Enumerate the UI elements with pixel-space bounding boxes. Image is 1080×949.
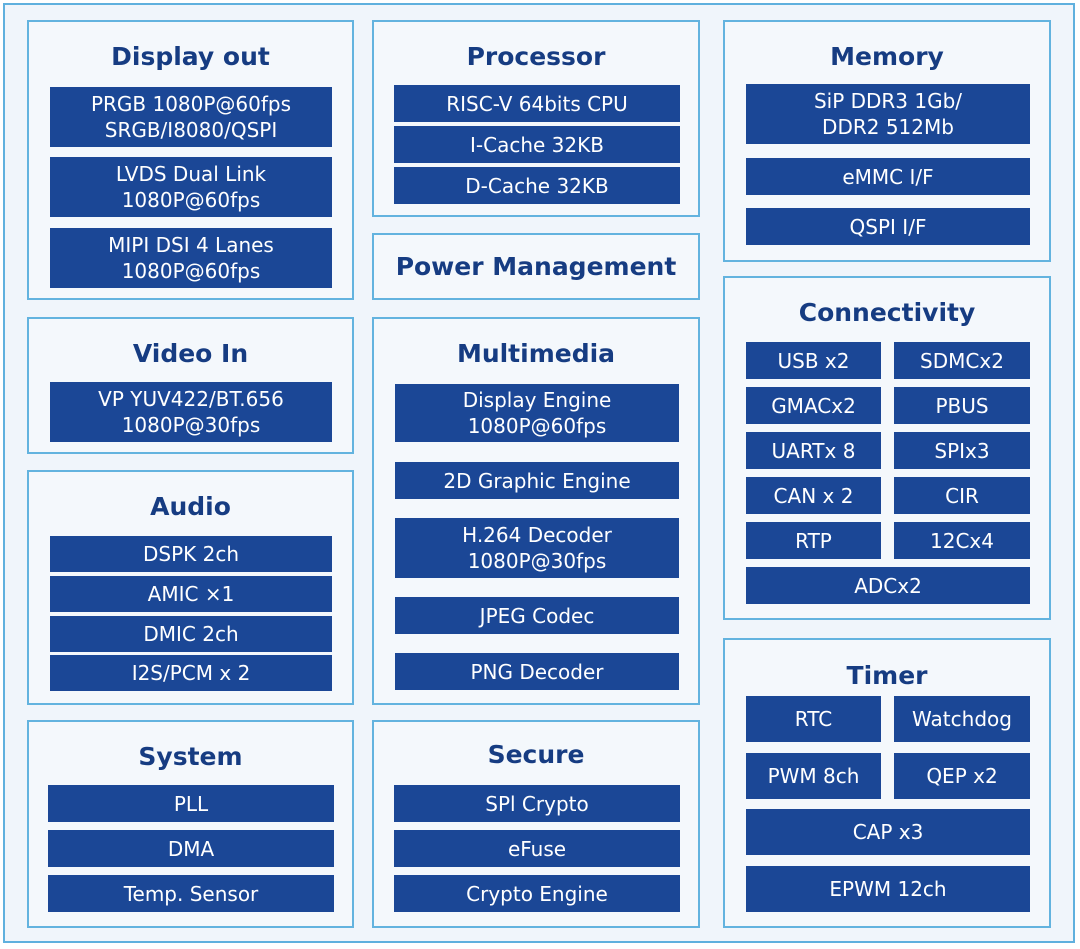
timer-epwm-block: EPWM 12ch (746, 866, 1030, 912)
block-line: 1080P@30fps (121, 413, 261, 437)
connectivity-adc-block: ADCx2 (746, 567, 1030, 604)
block-line: LVDS Dual Link (115, 162, 267, 186)
secure-panel: Secure SPl Crypto eFuse Crypto Engine (372, 720, 700, 928)
block-line: DDR2 512Mb (822, 115, 954, 139)
connectivity-cir-block: CIR (894, 477, 1030, 514)
multimedia-2d-graphic-block: 2D Graphic Engine (395, 462, 679, 499)
processor-cpu-block: RISC-V 64bits CPU (394, 85, 680, 122)
connectivity-pbus-block: PBUS (894, 387, 1030, 424)
connectivity-gmac-block: GMACx2 (746, 387, 881, 424)
audio-panel: Audio DSPK 2ch AMIC ×1 DMIC 2ch I2S/PCM … (27, 470, 354, 705)
block-line: 1080P@60fps (121, 188, 261, 212)
display-out-mipi-block: MIPI DSI 4 Lanes 1080P@60fps (50, 228, 332, 288)
timer-cap-block: CAP x3 (746, 809, 1030, 855)
video-in-title: Video In (132, 339, 249, 368)
video-in-vp-block: VP YUV422/BT.656 1080P@30fps (50, 382, 332, 442)
processor-icache-block: I-Cache 32KB (394, 126, 680, 163)
connectivity-i2c-block: 12Cx4 (894, 522, 1030, 559)
multimedia-display-engine-block: Display Engine 1080P@60fps (395, 384, 679, 442)
timer-panel: Timer RTC Watchdog PWM 8ch QEP x2 CAP x3… (723, 638, 1051, 928)
processor-panel: Processor RISC-V 64bits CPU I-Cache 32KB… (372, 20, 700, 217)
timer-title: Timer (846, 661, 928, 690)
block-line: SRGB/I8080/QSPI (104, 118, 278, 142)
memory-title: Memory (830, 42, 944, 71)
system-title: System (138, 742, 243, 771)
connectivity-sdmc-block: SDMCx2 (894, 342, 1030, 379)
memory-ddr-block: SiP DDR3 1Gb/ DDR2 512Mb (746, 84, 1030, 144)
multimedia-h264-block: H.264 Decoder 1080P@30fps (395, 518, 679, 578)
block-line: SiP DDR3 1Gb/ (813, 89, 963, 113)
memory-panel: Memory SiP DDR3 1Gb/ DDR2 512Mb eMMC I/F… (723, 20, 1051, 262)
system-temp-sensor-block: Temp. Sensor (48, 875, 334, 912)
audio-title: Audio (150, 492, 231, 521)
block-line: MIPI DSI 4 Lanes (108, 233, 274, 257)
video-in-panel: Video In VP YUV422/BT.656 1080P@30fps (27, 317, 354, 454)
timer-rtc-block: RTC (746, 696, 881, 742)
power-management-title: Power Management (395, 252, 677, 281)
timer-qep-block: QEP x2 (894, 753, 1030, 799)
audio-amic-block: AMIC ×1 (50, 576, 332, 612)
memory-qspi-block: QSPI I/F (746, 208, 1030, 245)
timer-pwm-block: PWM 8ch (746, 753, 881, 799)
connectivity-title: Connectivity (798, 298, 976, 327)
multimedia-title: Multimedia (456, 339, 616, 368)
system-panel: System PLL DMA Temp. Sensor (27, 720, 354, 928)
connectivity-uart-block: UARTx 8 (746, 432, 881, 469)
secure-efuse-block: eFuse (394, 830, 680, 867)
block-line: H.264 Decoder (462, 523, 612, 547)
timer-watchdog-block: Watchdog (894, 696, 1030, 742)
multimedia-png-block: PNG Decoder (395, 653, 679, 690)
block-line: 1080P@60fps (121, 259, 261, 283)
display-out-prgb-block: PRGB 1080P@60fps SRGB/I8080/QSPI (50, 87, 332, 147)
connectivity-rtp-block: RTP (746, 522, 881, 559)
connectivity-can-block: CAN x 2 (746, 477, 881, 514)
block-line: 1080P@30fps (467, 549, 607, 573)
multimedia-jpeg-block: JPEG Codec (395, 597, 679, 634)
block-line: VP YUV422/BT.656 (98, 387, 284, 411)
connectivity-panel: Connectivity USB x2 SDMCx2 GMACx2 PBUS U… (723, 276, 1051, 620)
display-out-lvds-block: LVDS Dual Link 1080P@60fps (50, 157, 332, 217)
processor-title: Processor (466, 42, 606, 71)
audio-dmic-block: DMIC 2ch (50, 616, 332, 652)
block-line: 1080P@60fps (467, 414, 607, 438)
connectivity-usb-block: USB x2 (746, 342, 881, 379)
audio-dspk-block: DSPK 2ch (50, 536, 332, 572)
block-line: Display Engine (462, 388, 612, 412)
display-out-title: Display out (111, 42, 270, 71)
audio-i2s-block: I2S/PCM x 2 (50, 655, 332, 691)
processor-dcache-block: D-Cache 32KB (394, 167, 680, 204)
connectivity-spi-block: SPIx3 (894, 432, 1030, 469)
display-out-panel: Display out PRGB 1080P@60fps SRGB/I8080/… (27, 20, 354, 300)
secure-title: Secure (487, 740, 585, 769)
memory-emmc-block: eMMC I/F (746, 158, 1030, 195)
multimedia-panel: Multimedia Display Engine 1080P@60fps 2D… (372, 317, 700, 705)
power-management-panel: Power Management (372, 233, 700, 300)
system-dma-block: DMA (48, 830, 334, 867)
secure-crypto-engine-block: Crypto Engine (394, 875, 680, 912)
block-line: PRGB 1080P@60fps (90, 92, 292, 116)
system-pll-block: PLL (48, 785, 334, 822)
secure-spl-crypto-block: SPl Crypto (394, 785, 680, 822)
